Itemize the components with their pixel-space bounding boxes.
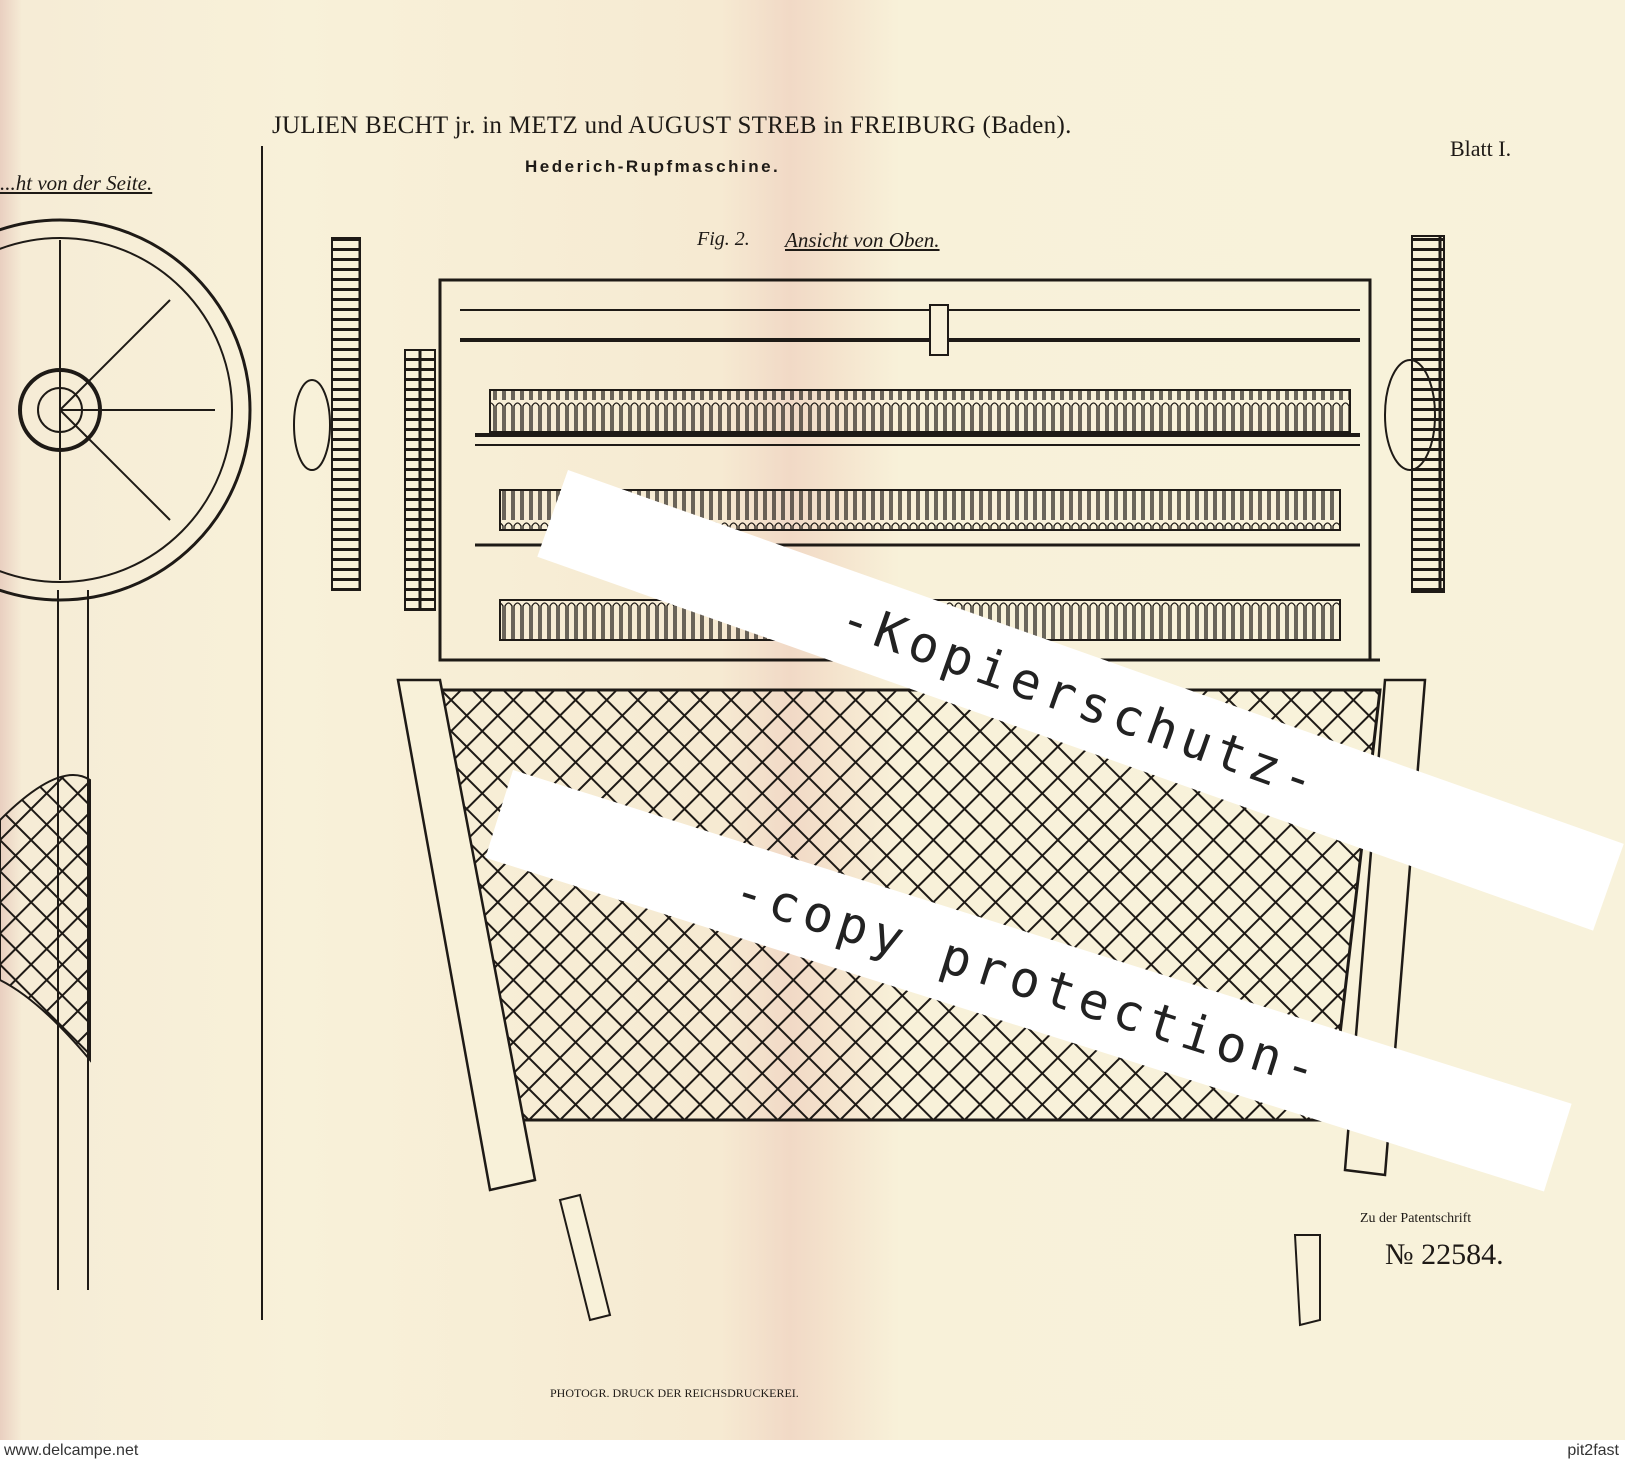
side-view-wheel bbox=[0, 218, 252, 1290]
leg-fragment-left bbox=[558, 1193, 612, 1322]
side-view-caption: ...ht von der Seite. bbox=[0, 171, 153, 195]
comb-row-1 bbox=[489, 389, 1351, 433]
right-gear-wheel bbox=[1411, 235, 1445, 593]
left-leg bbox=[396, 678, 537, 1192]
leg-fragment-right bbox=[1293, 1234, 1321, 1327]
patent-number: № 22584. bbox=[1385, 1238, 1504, 1271]
patent-subtitle: Hederich-Rupfmaschine. bbox=[525, 157, 781, 176]
patent-reference: Zu der Patentschrift bbox=[1360, 1211, 1472, 1226]
sheet-label: Blatt I. bbox=[1450, 136, 1512, 161]
left-hub bbox=[293, 379, 331, 471]
figure-label: Fig. 2. bbox=[697, 228, 750, 250]
footer-seller: pit2fast bbox=[1567, 1442, 1619, 1459]
figure-caption: Ansicht von Oben. bbox=[785, 228, 940, 252]
patent-header-title: JULIEN BECHT jr. in METZ und AUGUST STRE… bbox=[272, 112, 1072, 139]
right-hub bbox=[1384, 359, 1436, 471]
printer-imprint: PHOTOGR. DRUCK DER REICHSDRUCKEREI. bbox=[550, 1386, 799, 1400]
left-gear-wheel bbox=[331, 237, 361, 591]
footer-site-link[interactable]: www.delcampe.net bbox=[4, 1442, 139, 1459]
